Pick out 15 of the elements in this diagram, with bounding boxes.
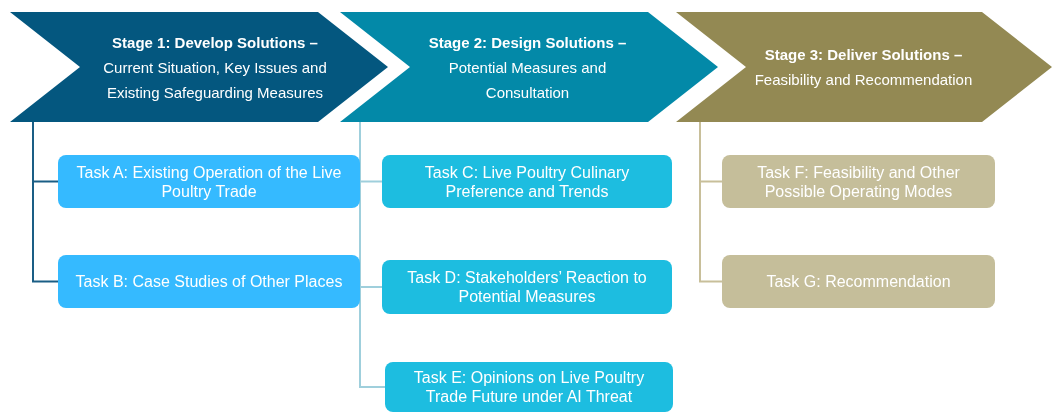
task-box: Task A: Existing Operation of the Live Poultry Trade	[58, 155, 360, 208]
task-box: Task F: Feasibility and Other Possible Operating Modes	[722, 155, 995, 208]
task-box: Task C: Live Poultry Culinary Preference and Trends	[382, 155, 672, 208]
connector-line	[699, 121, 723, 283]
stage-heading: Stage 1: Develop Solutions –	[112, 32, 318, 53]
stage-description: Potential Measures and Consultation	[447, 57, 608, 103]
connector-line	[32, 121, 59, 283]
stage-heading: Stage 2: Design Solutions –	[428, 32, 627, 53]
stage-heading: Stage 3: Deliver Solutions –	[764, 45, 963, 65]
task-box: Task G: Recommendation	[722, 255, 995, 308]
task-box: Task B: Case Studies of Other Places	[58, 255, 360, 308]
stage-description: Feasibility and Recommendation	[754, 70, 973, 90]
task-box: Task D: Stakeholders’ Reaction to Potential Measures	[382, 260, 672, 314]
stage-description: Current Situation, Key Issues and Existing Safeguarding Measures	[102, 57, 328, 103]
task-box: Task E: Opinions on Live Poultry Trade Future under AI Threat	[385, 362, 673, 412]
